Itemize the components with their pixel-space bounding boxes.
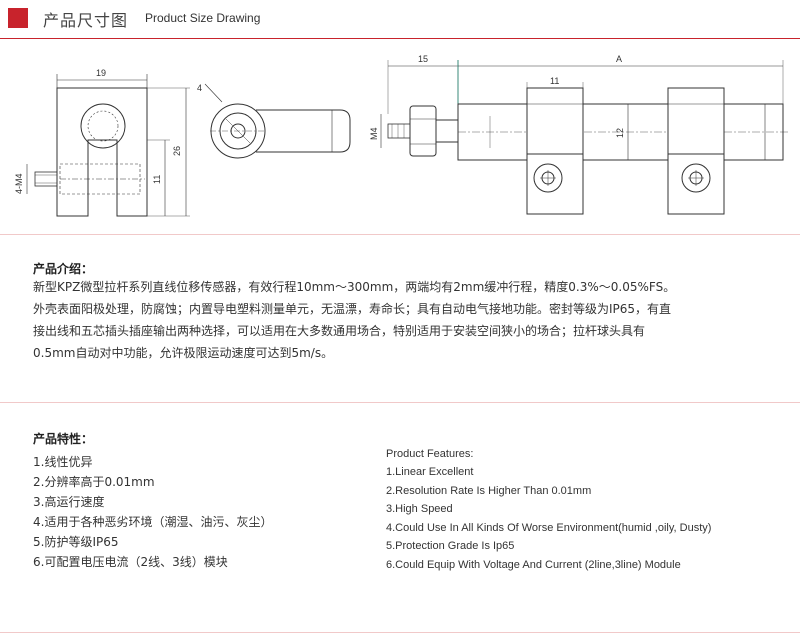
drawing-svg: 19 26 11 4-M4 4 15 A 11 12 M4 <box>14 54 790 217</box>
features-heading-cn: 产品特性： <box>33 432 94 446</box>
header-divider <box>0 38 800 39</box>
feature-item-en: 4.Could Use In All Kinds Of Worse Enviro… <box>386 521 712 534</box>
product-size-drawing: 19 26 11 4-M4 4 15 A 11 12 M4 <box>0 44 800 228</box>
clamp-side-view <box>26 74 190 217</box>
dim-4m4-label: 4-M4 <box>14 173 24 194</box>
section-title-en: Product Size Drawing <box>145 11 261 25</box>
intro-heading: 产品介绍： <box>33 262 94 276</box>
intro-divider <box>0 402 800 403</box>
rod-end-view <box>204 83 351 159</box>
feature-item-cn: 6.可配置电压电流（2线、3线）模块 <box>33 555 228 569</box>
bottom-divider <box>0 632 800 633</box>
page-header: 产品尺寸图 Product Size Drawing <box>0 0 800 40</box>
dim-11-top-label: 11 <box>550 76 559 86</box>
feature-item-cn: 3.高运行速度 <box>33 495 105 509</box>
header-accent-square <box>8 8 28 28</box>
section-title-cn: 产品尺寸图 <box>43 11 129 30</box>
intro-paragraph: 新型KPZ微型拉杆系列直线位移传感器，有效行程10mm～300mm，两端均有2m… <box>33 276 783 364</box>
features-heading-en: Product Features: <box>386 448 474 460</box>
intro-line: 0.5mm自动对中功能，允许极限运动速度可达到5m/s。 <box>33 346 334 360</box>
feature-item-en: 5.Protection Grade Is Ip65 <box>386 540 515 552</box>
intro-line: 新型KPZ微型拉杆系列直线位移传感器，有效行程10mm～300mm，两端均有2m… <box>33 280 676 294</box>
dim-26-label: 26 <box>172 146 182 156</box>
feature-item-en: 2.Resolution Rate Is Higher Than 0.01mm <box>386 484 592 497</box>
drawing-divider <box>0 234 800 235</box>
feature-item-en: 1.Linear Excellent <box>386 466 474 478</box>
dim-a-label: A <box>616 54 622 64</box>
dim-m4-label: M4 <box>369 127 379 140</box>
feature-item-cn: 5.防护等级IP65 <box>33 535 119 549</box>
sensor-assembly-view <box>380 60 790 215</box>
feature-item-en: 3.High Speed <box>386 503 453 515</box>
intro-line: 外壳表面阳极处理，防腐蚀；内置导电塑料测量单元，无温漂，寿命长；具有自动电气接地… <box>33 302 672 316</box>
dim-4-label: 4 <box>197 83 202 93</box>
dim-15-label: 15 <box>418 54 428 64</box>
features-list-en: 1.Linear Excellent 2.Resolution Rate Is … <box>386 463 711 574</box>
feature-item-cn: 2.分辨率高于0.01mm <box>33 475 155 489</box>
feature-item-en: 6.Could Equip With Voltage And Current (… <box>386 558 681 571</box>
dim-12-label: 12 <box>615 128 625 138</box>
feature-item-cn: 4.适用于各种恶劣环境（潮湿、油污、灰尘） <box>33 515 273 529</box>
intro-line: 接出线和五芯插头插座输出两种选择，可以适用在大多数通用场合，特别适用于安装空间狭… <box>33 324 646 338</box>
feature-item-cn: 1.线性优异 <box>33 455 93 469</box>
dim-11-side-label: 11 <box>152 175 162 184</box>
features-list-cn: 1.线性优异 2.分辨率高于0.01mm 3.高运行速度 4.适用于各种恶劣环境… <box>33 452 272 572</box>
dim-19-label: 19 <box>96 68 106 78</box>
